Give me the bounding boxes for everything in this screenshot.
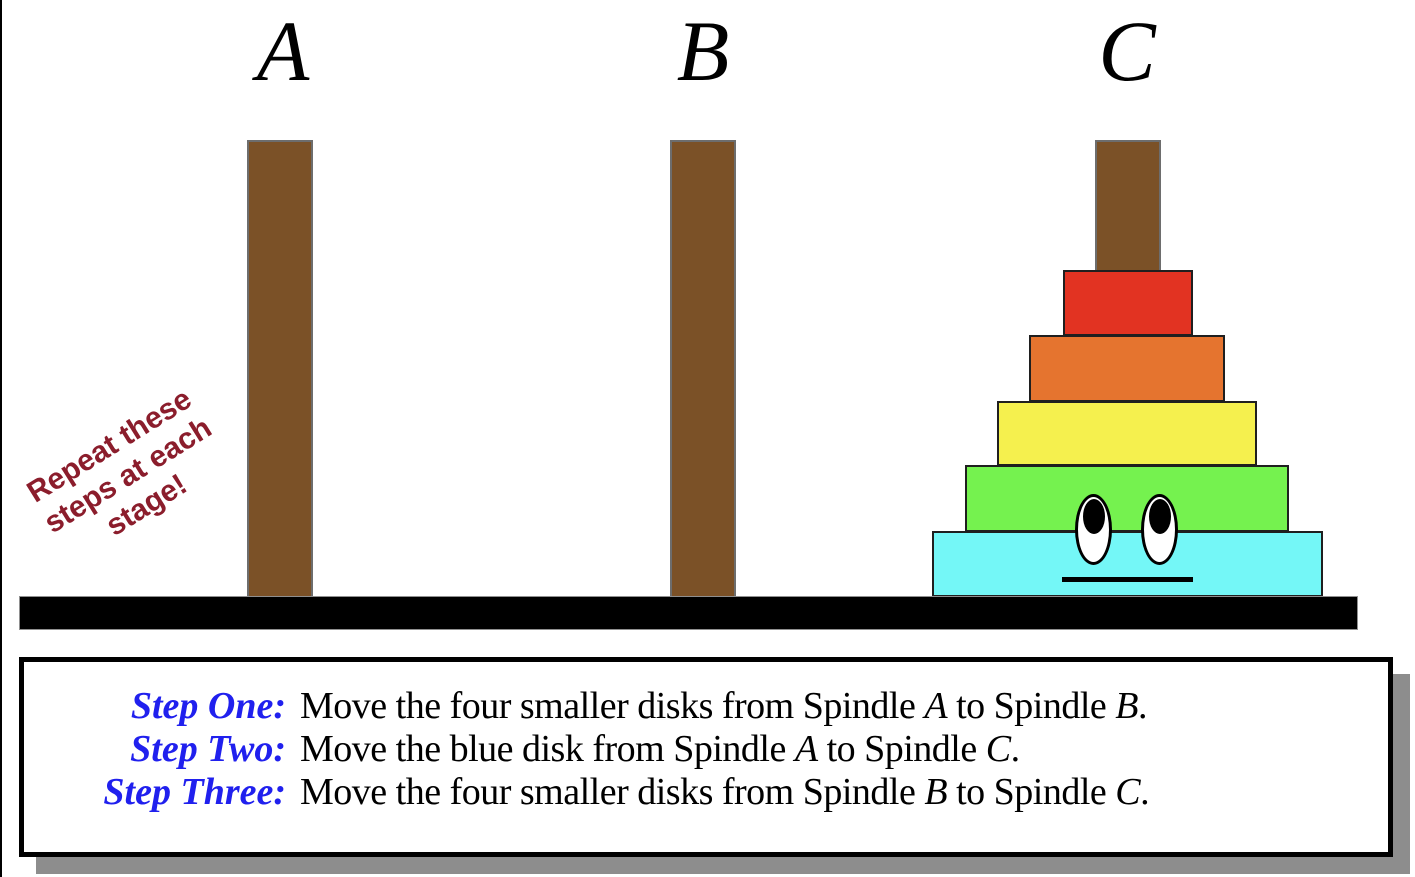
mouth-line <box>1062 577 1193 582</box>
step-row: Step Two: Move the blue disk from Spindle… <box>24 727 1388 770</box>
step-label: Step One: <box>130 685 286 727</box>
step-label: Step Two: <box>130 728 286 770</box>
spindle-b <box>670 140 736 596</box>
disk-orange <box>1029 335 1225 402</box>
spindle-a <box>247 140 313 596</box>
base-bar <box>19 596 1358 630</box>
disk-cyan <box>932 531 1323 597</box>
steps-list: Step One: Move the four smaller disks fro… <box>24 684 1388 813</box>
step-body: Move the four smaller disks from Spindle… <box>300 685 1147 727</box>
disk-red <box>1063 270 1193 336</box>
left-pupil-icon <box>1082 499 1105 534</box>
right-pupil-icon <box>1148 499 1171 534</box>
step-label: Step Three: <box>103 771 286 813</box>
left-edge-line <box>0 0 2 877</box>
repeat-note: Repeat these steps at each stage! <box>0 365 261 585</box>
left-eye-icon <box>1075 494 1112 565</box>
step-row: Step One: Move the four smaller disks fro… <box>24 684 1388 727</box>
disk-yellow <box>997 401 1257 466</box>
right-eye-icon <box>1141 494 1178 565</box>
step-body: Move the blue disk from Spindle A to Spi… <box>300 728 1020 770</box>
spindle-label-a: A <box>256 3 310 99</box>
disk-green <box>965 465 1289 532</box>
step-body: Move the four smaller disks from Spindle… <box>300 771 1150 813</box>
steps-box: Step One: Move the four smaller disks fro… <box>19 657 1393 857</box>
spindle-label-b: B <box>676 3 730 99</box>
spindle-label-c: C <box>1098 3 1156 99</box>
step-row: Step Three: Move the four smaller disks f… <box>24 770 1388 813</box>
